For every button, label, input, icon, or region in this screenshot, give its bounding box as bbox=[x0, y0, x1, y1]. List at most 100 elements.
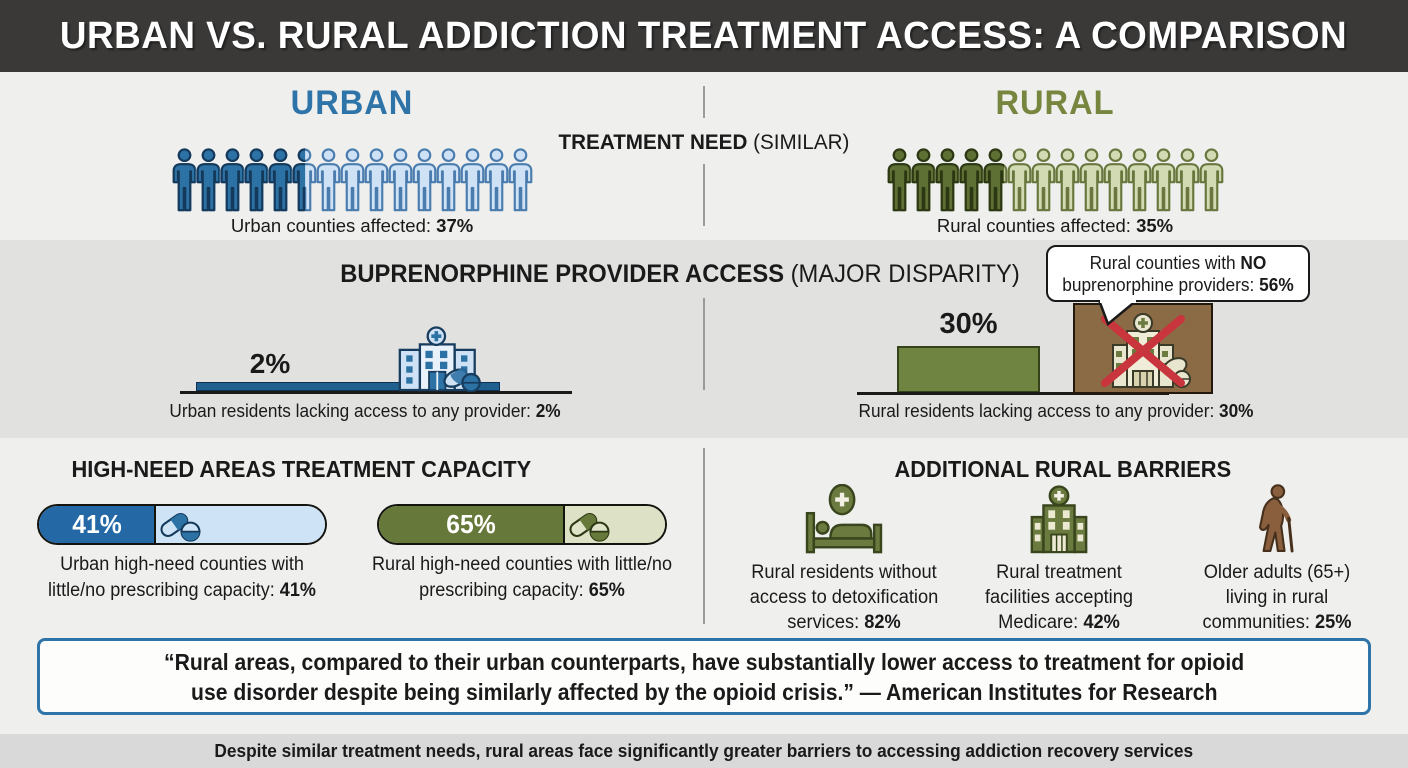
caption-value: 42% bbox=[1083, 612, 1120, 633]
treatment-facility-icon bbox=[398, 326, 481, 392]
person-icon bbox=[268, 148, 292, 212]
callout-text-part: Rural counties with bbox=[1089, 252, 1241, 273]
urban-people-pictograph bbox=[172, 148, 532, 212]
person-icon bbox=[1079, 148, 1103, 212]
person-icon bbox=[911, 148, 935, 212]
barrier-item-medicare: Rural treatment facilities accepting Med… bbox=[959, 484, 1159, 635]
center-divider bbox=[703, 298, 705, 390]
quote-box: “Rural areas, compared to their urban co… bbox=[37, 638, 1371, 715]
pills-icon bbox=[569, 512, 610, 542]
caption-text: Rural high-need counties with little/no … bbox=[371, 554, 672, 601]
heading-bold: BUPRENORPHINE PROVIDER ACCESS bbox=[340, 260, 785, 288]
person-icon bbox=[1175, 148, 1199, 212]
caption-value: 37% bbox=[436, 215, 474, 236]
person-icon bbox=[436, 148, 460, 212]
barriers-heading: ADDITIONAL RURAL BARRIERS bbox=[894, 456, 1232, 482]
rural-capacity-fill: 65% bbox=[379, 506, 565, 543]
center-divider bbox=[703, 448, 705, 624]
heading-note: (SIMILAR) bbox=[747, 130, 850, 154]
person-icon bbox=[484, 148, 508, 212]
rural-column-heading: RURAL bbox=[995, 84, 1115, 122]
urban-access-caption: Urban residents lacking access to any pr… bbox=[119, 398, 612, 423]
urban-capacity-track bbox=[156, 506, 325, 543]
person-icon bbox=[959, 148, 983, 212]
person-icon bbox=[1199, 148, 1223, 212]
callout-text-part: buprenorphine providers: bbox=[1062, 274, 1260, 295]
rural-access-caption: Rural residents lacking access to any pr… bbox=[846, 398, 1266, 423]
older-adult-cane-icon bbox=[1259, 484, 1294, 553]
caption-value: 65% bbox=[588, 580, 625, 601]
caption-text: Rural residents lacking access to any pr… bbox=[858, 400, 1220, 421]
pills-icon bbox=[160, 512, 201, 542]
person-icon bbox=[1031, 148, 1055, 212]
person-icon bbox=[1151, 148, 1175, 212]
rural-capacity-bar: 65% bbox=[377, 504, 667, 545]
barrier-caption: Older adults (65+) living in rural commu… bbox=[1193, 560, 1362, 635]
center-divider bbox=[703, 86, 705, 118]
footer-text: Despite similar treatment needs, rural a… bbox=[214, 740, 1194, 761]
quote-line1: “Rural areas, compared to their urban co… bbox=[163, 648, 1245, 675]
person-icon bbox=[340, 148, 364, 212]
person-icon bbox=[508, 148, 532, 212]
person-icon bbox=[364, 148, 388, 212]
caption-text: Rural counties affected: bbox=[936, 215, 1137, 236]
title-bar: URBAN VS. RURAL ADDICTION TREATMENT ACCE… bbox=[0, 0, 1408, 72]
detox-bed-icon bbox=[805, 484, 883, 554]
callout-bold-part: NO bbox=[1240, 252, 1267, 273]
person-icon bbox=[292, 148, 316, 212]
footer-bar: Despite similar treatment needs, rural a… bbox=[0, 734, 1408, 768]
callout-text: Rural counties with NO buprenorphine pro… bbox=[1053, 252, 1303, 296]
caption-value: 30% bbox=[1219, 400, 1254, 421]
section-provider-access: BUPRENORPHINE PROVIDER ACCESS (MAJOR DIS… bbox=[0, 240, 1408, 438]
barrier-caption: Rural treatment facilities accepting Med… bbox=[963, 560, 1155, 635]
callout-bold-part: 56% bbox=[1259, 274, 1294, 295]
center-divider bbox=[703, 164, 705, 226]
section-capacity-barriers: HIGH-NEED AREAS TREATMENT CAPACITY 41% bbox=[0, 438, 1408, 635]
urban-access-bar bbox=[196, 382, 500, 391]
caption-text: Urban residents lacking access to any pr… bbox=[169, 400, 536, 421]
person-icon bbox=[196, 148, 220, 212]
page-title: URBAN VS. RURAL ADDICTION TREATMENT ACCE… bbox=[60, 14, 1348, 57]
urban-need-caption: Urban counties affected: 37% bbox=[152, 213, 552, 238]
heading-bold: TREATMENT NEED bbox=[558, 130, 748, 154]
person-icon bbox=[1103, 148, 1127, 212]
rural-need-caption: Rural counties affected: 35% bbox=[855, 213, 1255, 238]
rural-capacity-track bbox=[564, 506, 665, 543]
capacity-heading: HIGH-NEED AREAS TREATMENT CAPACITY bbox=[71, 456, 532, 482]
medicare-hospital-icon bbox=[1030, 485, 1088, 554]
person-icon bbox=[316, 148, 340, 212]
barrier-caption: Rural residents without access to detoxi… bbox=[731, 560, 958, 635]
heading-note: (MAJOR DISPARITY) bbox=[784, 260, 1020, 288]
rural-access-bar bbox=[897, 346, 1040, 393]
person-icon bbox=[244, 148, 268, 212]
caption-text: Rural treatment facilities accepting Med… bbox=[984, 562, 1134, 633]
person-icon bbox=[935, 148, 959, 212]
rural-capacity-caption: Rural high-need counties with little/no … bbox=[370, 552, 674, 604]
urban-column-heading: URBAN bbox=[290, 84, 414, 122]
rural-axis-line bbox=[857, 392, 1169, 395]
barrier-item-detox: Rural residents without access to detoxi… bbox=[726, 484, 962, 635]
caption-value: 41% bbox=[279, 580, 316, 601]
caption-text: Rural residents without access to detoxi… bbox=[749, 562, 939, 633]
caption-value: 25% bbox=[1314, 612, 1352, 633]
urban-capacity-bar: 41% bbox=[37, 504, 327, 545]
quote-row: “Rural areas, compared to their urban co… bbox=[0, 635, 1408, 734]
barrier-item-older-adults: Older adults (65+) living in rural commu… bbox=[1189, 484, 1365, 635]
crossed-out-pharmacy-icon bbox=[1101, 312, 1191, 388]
callout-tail bbox=[1097, 300, 1139, 326]
no-provider-box bbox=[1073, 303, 1213, 394]
urban-bar-value: 2% bbox=[249, 348, 291, 379]
person-icon bbox=[1127, 148, 1151, 212]
urban-axis-line bbox=[180, 391, 572, 394]
person-icon bbox=[460, 148, 484, 212]
caption-text: Urban high-need counties with little/no … bbox=[48, 554, 304, 601]
person-icon bbox=[220, 148, 244, 212]
person-icon bbox=[172, 148, 196, 212]
caption-value: 2% bbox=[535, 400, 561, 421]
rural-people-pictograph bbox=[887, 148, 1223, 212]
urban-capacity-caption: Urban high-need counties with little/no … bbox=[30, 552, 334, 604]
person-icon bbox=[983, 148, 1007, 212]
provider-access-heading: BUPRENORPHINE PROVIDER ACCESS (MAJOR DIS… bbox=[300, 260, 1060, 289]
person-icon bbox=[1007, 148, 1031, 212]
